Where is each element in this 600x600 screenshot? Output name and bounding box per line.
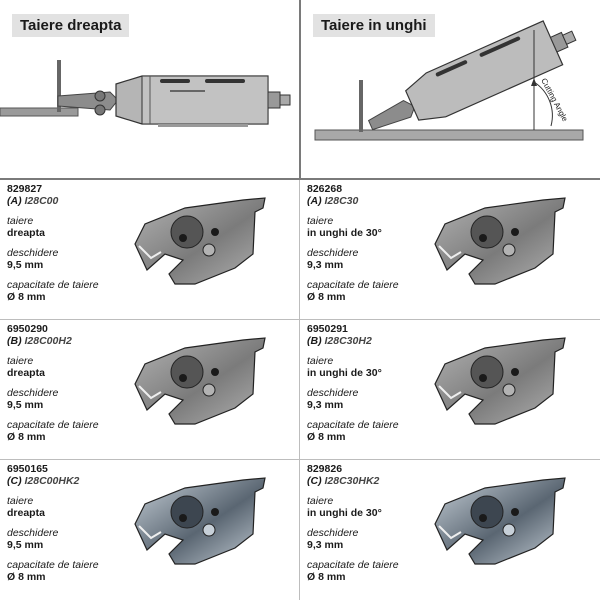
- cut-type-value: dreapta: [7, 366, 45, 379]
- product-cell-6950290: 6950290 (B) I28C00H2 taiere dreapta desc…: [0, 320, 299, 460]
- cutter-jaw-image: [434, 337, 566, 425]
- model-ref: I28C00H2: [24, 334, 72, 347]
- capacity-label: capacitate de taiere: [7, 419, 99, 431]
- section-divider: [0, 178, 600, 180]
- product-info: 829827 (A) I28C00 taiere dreapta deschid…: [7, 183, 99, 303]
- opening-value: 9,3 mm: [307, 398, 344, 411]
- product-code: 6950165: [7, 463, 48, 475]
- cut-type-label: taiere: [7, 355, 34, 367]
- grid-divider-row1: [0, 319, 600, 320]
- product-cell-829827: 829827 (A) I28C00 taiere dreapta deschid…: [0, 180, 299, 320]
- capacity-value: Ø 8 mm: [307, 570, 346, 583]
- cut-type-label: taiere: [7, 215, 34, 227]
- capacity-value: Ø 8 mm: [7, 430, 46, 443]
- cutter-jaw-image: [434, 197, 566, 285]
- product-info: 829826 (C) I28C30HK2 taiere in unghi de …: [307, 463, 399, 583]
- capacity-label: capacitate de taiere: [307, 419, 399, 431]
- straight-cutter-diagram: [0, 60, 291, 127]
- product-info: 6950165 (C) I28C00HK2 taiere dreapta des…: [7, 463, 99, 583]
- opening-value: 9,5 mm: [7, 538, 44, 551]
- cut-type-value: in unghi de 30°: [307, 506, 382, 519]
- product-code: 829826: [307, 463, 343, 475]
- product-cell-6950165: 6950165 (C) I28C00HK2 taiere dreapta des…: [0, 460, 299, 600]
- product-info: 6950291 (B) I28C30H2 taiere in unghi de …: [307, 323, 399, 443]
- cut-type-value: dreapta: [7, 506, 45, 519]
- straight-cut-panel: Taiere dreapta: [0, 0, 299, 178]
- diagram-section: Taiere dreapta Taiere in unghi: [0, 0, 600, 178]
- cut-type-value: in unghi de 30°: [307, 366, 382, 379]
- panel-title-straight: Taiere dreapta: [12, 14, 130, 37]
- product-code: 6950291: [307, 323, 348, 335]
- product-model: (A) I28C30: [307, 194, 399, 208]
- opening-label: deschidere: [7, 387, 59, 399]
- product-model: (C) I28C00HK2: [7, 474, 99, 488]
- cut-type-label: taiere: [307, 495, 334, 507]
- opening-value: 9,3 mm: [307, 538, 344, 551]
- capacity-value: Ø 8 mm: [307, 430, 346, 443]
- cut-type-label: taiere: [307, 355, 334, 367]
- cutter-jaw-image: [434, 477, 566, 565]
- cutter-jaw-image: [134, 197, 266, 285]
- opening-label: deschidere: [307, 527, 359, 539]
- opening-value: 9,5 mm: [7, 258, 44, 271]
- product-model: (B) I28C00H2: [7, 334, 99, 348]
- grid-divider-vertical: [299, 180, 300, 600]
- cutter-jaw-image: [134, 477, 266, 565]
- opening-value: 9,3 mm: [307, 258, 344, 271]
- cut-type-label: taiere: [7, 495, 34, 507]
- model-ref: I28C30HK2: [324, 474, 380, 487]
- product-code: 6950290: [7, 323, 48, 335]
- opening-label: deschidere: [307, 387, 359, 399]
- variant-letter: (C): [307, 474, 322, 487]
- panel-title-angled: Taiere in unghi: [313, 14, 435, 37]
- opening-label: deschidere: [7, 527, 59, 539]
- capacity-value: Ø 8 mm: [7, 290, 46, 303]
- product-model: (A) I28C00: [7, 194, 99, 208]
- cutting-angle-label: Cutting Angle: [539, 77, 570, 124]
- capacity-value: Ø 8 mm: [7, 570, 46, 583]
- product-cell-826268: 826268 (A) I28C30 taiere in unghi de 30°…: [300, 180, 599, 320]
- model-ref: I28C30: [324, 194, 359, 207]
- opening-value: 9,5 mm: [7, 398, 44, 411]
- cut-type-label: taiere: [307, 215, 334, 227]
- variant-letter: (A): [307, 194, 322, 207]
- product-info: 6950290 (B) I28C00H2 taiere dreapta desc…: [7, 323, 99, 443]
- product-cell-6950291: 6950291 (B) I28C30H2 taiere in unghi de …: [300, 320, 599, 460]
- angled-cut-panel: Taiere in unghi Cutting Angle: [301, 0, 600, 178]
- variant-letter: (B): [307, 334, 322, 347]
- capacity-label: capacitate de taiere: [7, 559, 99, 571]
- cut-type-value: in unghi de 30°: [307, 226, 382, 239]
- product-model: (C) I28C30HK2: [307, 474, 399, 488]
- product-code: 829827: [7, 183, 43, 195]
- variant-letter: (B): [7, 334, 22, 347]
- cutter-jaw-image: [134, 337, 266, 425]
- product-cell-829826: 829826 (C) I28C30HK2 taiere in unghi de …: [300, 460, 599, 600]
- cut-type-value: dreapta: [7, 226, 45, 239]
- panel-divider: [299, 0, 301, 178]
- product-model: (B) I28C30H2: [307, 334, 399, 348]
- grid-divider-row2: [0, 459, 600, 460]
- product-info: 826268 (A) I28C30 taiere in unghi de 30°…: [307, 183, 399, 303]
- capacity-label: capacitate de taiere: [307, 279, 399, 291]
- capacity-label: capacitate de taiere: [307, 559, 399, 571]
- opening-label: deschidere: [307, 247, 359, 259]
- capacity-label: capacitate de taiere: [7, 279, 99, 291]
- model-ref: I28C00HK2: [24, 474, 80, 487]
- capacity-value: Ø 8 mm: [307, 290, 346, 303]
- angled-cutter-diagram: Cutting Angle: [314, 20, 584, 141]
- variant-letter: (C): [7, 474, 22, 487]
- model-ref: I28C00: [24, 194, 59, 207]
- variant-letter: (A): [7, 194, 22, 207]
- product-code: 826268: [307, 183, 343, 195]
- model-ref: I28C30H2: [324, 334, 372, 347]
- opening-label: deschidere: [7, 247, 59, 259]
